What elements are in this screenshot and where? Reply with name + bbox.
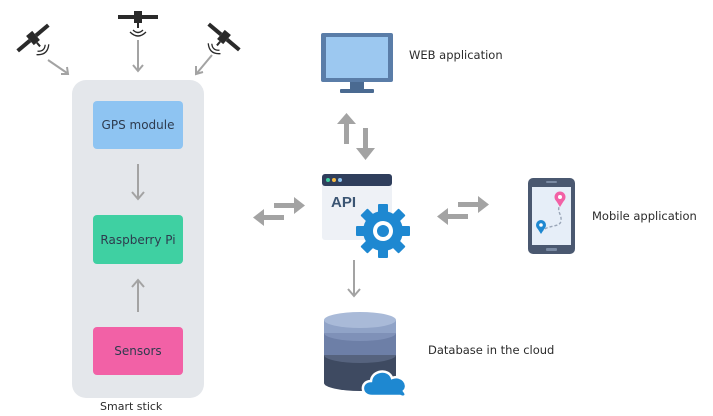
api-database-arrow	[347, 260, 361, 298]
api-label: API	[331, 194, 356, 211]
sensors-box: Sensors	[93, 327, 183, 375]
smart-stick-label: Smart stick	[100, 400, 163, 413]
api-web-arrows	[337, 113, 375, 160]
satellite-icon	[117, 10, 159, 37]
gps-module-box: GPS module	[93, 101, 183, 149]
raspberry-pi-box: Raspberry Pi	[93, 215, 183, 264]
stick-internal-arrows	[131, 164, 145, 312]
smartphone-map-icon	[528, 178, 575, 254]
mobile-application-label: Mobile application	[592, 209, 697, 223]
satellite-icon	[12, 19, 62, 67]
stick-api-arrows	[253, 197, 305, 226]
api-mobile-arrows	[437, 196, 489, 225]
monitor-icon	[321, 33, 393, 93]
cloud-icon	[361, 370, 408, 399]
gear-icon	[356, 204, 410, 258]
web-application-label: WEB application	[409, 48, 503, 62]
satellite-arrows	[47, 40, 213, 76]
database-label: Database in the cloud	[428, 343, 555, 357]
satellite-icon	[195, 18, 245, 66]
